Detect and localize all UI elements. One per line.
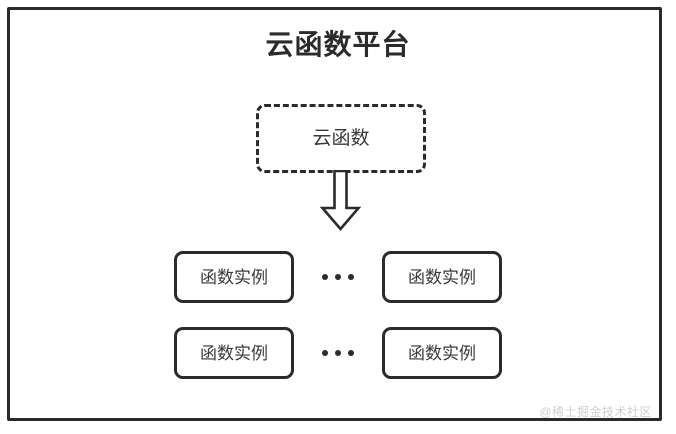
watermark: @稀土掘金技术社区 [539,405,652,419]
function-instance-label: 函数实例 [408,267,476,287]
ellipsis-dot [322,350,328,356]
ellipsis-dot [335,274,341,280]
ellipsis-dot [348,274,354,280]
function-instance-box: 函数实例 [382,251,502,303]
down-arrow-icon [319,169,362,232]
function-instance-label: 函数实例 [408,343,476,363]
function-instance-label: 函数实例 [200,267,268,287]
ellipsis-dot [348,350,354,356]
cloud-function-label: 云函数 [312,128,370,149]
function-instance-label: 函数实例 [200,343,268,363]
instance-row: 函数实例 函数实例 [0,251,676,303]
page-title: 云函数平台 [265,29,411,60]
ellipsis-icon [294,327,382,379]
ellipsis-dot [335,350,341,356]
ellipsis-dot [322,274,328,280]
function-instance-box: 函数实例 [174,327,294,379]
function-instance-box: 函数实例 [382,327,502,379]
ellipsis-icon [294,251,382,303]
instance-row: 函数实例 函数实例 [0,327,676,379]
cloud-function-node: 云函数 [256,104,426,173]
function-instance-box: 函数实例 [174,251,294,303]
